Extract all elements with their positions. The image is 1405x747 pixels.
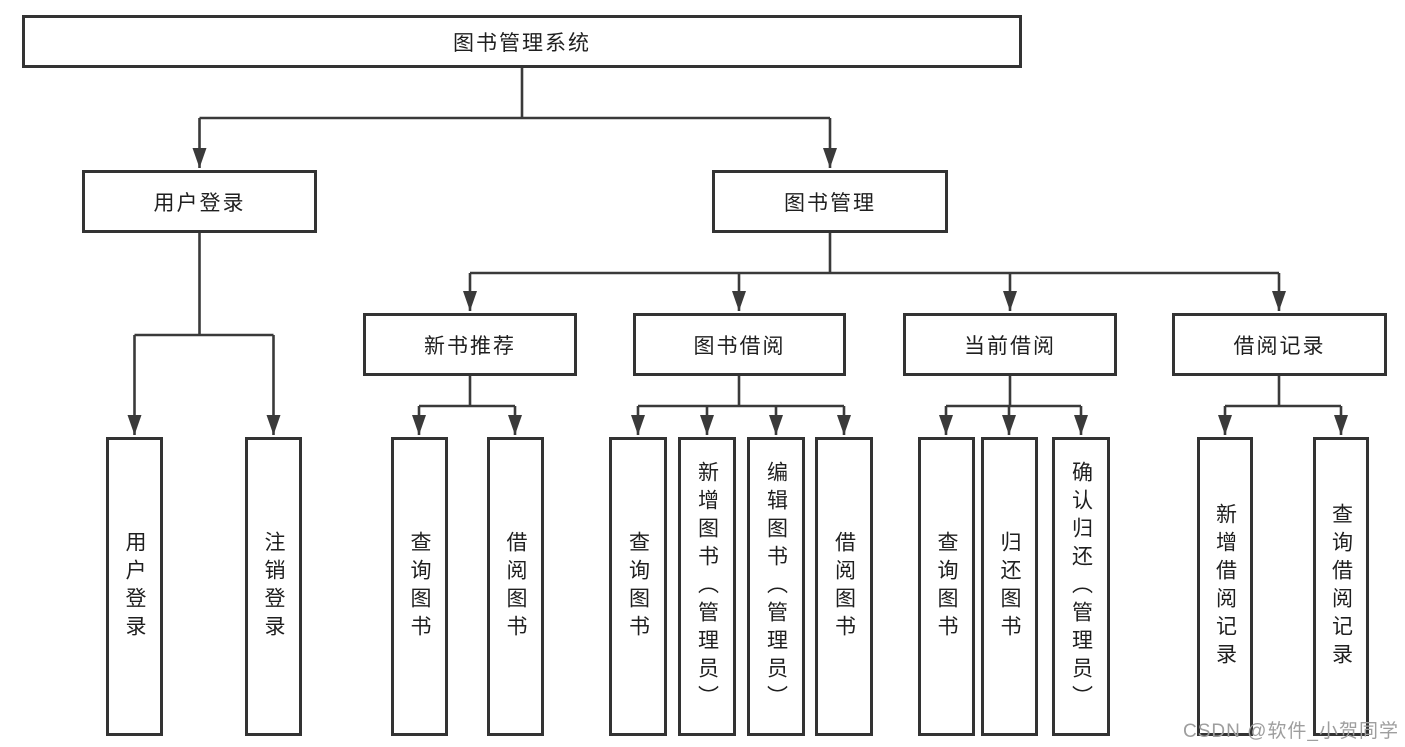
leaf-label: 查询图书 <box>408 530 431 643</box>
leaf-user-login: 用户登录 <box>106 437 163 736</box>
leaf-label: 新增图书（管理员） <box>695 460 719 713</box>
leaf-borrow-books: 借阅图书 <box>815 437 873 736</box>
node-current-borrowing: 当前借阅 <box>903 313 1117 376</box>
leaf-label: 编辑图书（管理员） <box>764 460 788 713</box>
leaf-label: 查询借阅记录 <box>1329 502 1353 671</box>
leaf-borrow-books-recommend: 借阅图书 <box>487 437 544 736</box>
node-book-management: 图书管理 <box>712 170 948 233</box>
csdn-watermark: CSDN @软件_小贺同学 <box>1183 721 1399 742</box>
node-library-management-system: 图书管理系统 <box>22 15 1022 68</box>
node-label: 当前借阅 <box>964 334 1056 358</box>
leaf-query-books-borrow: 查询图书 <box>609 437 667 736</box>
leaf-confirm-return-admin: 确认归还（管理员） <box>1052 437 1110 736</box>
leaf-query-borrow-record: 查询借阅记录 <box>1313 437 1369 736</box>
node-label: 用户登录 <box>153 191 246 215</box>
leaf-label: 确认归还（管理员） <box>1069 460 1093 713</box>
node-label: 图书管理 <box>784 191 876 215</box>
leaf-label: 新增借阅记录 <box>1213 502 1237 671</box>
node-label: 图书借阅 <box>693 334 786 358</box>
leaf-return-book: 归还图书 <box>981 437 1038 736</box>
leaf-add-book-admin: 新增图书（管理员） <box>678 437 736 736</box>
leaf-label: 归还图书 <box>998 530 1021 643</box>
node-borrowing-records: 借阅记录 <box>1172 313 1387 376</box>
node-label: 图书管理系统 <box>453 31 591 55</box>
node-user-login: 用户登录 <box>82 170 317 233</box>
leaf-label: 查询图书 <box>935 530 958 643</box>
node-label: 新书推荐 <box>424 334 516 358</box>
leaf-query-books-current: 查询图书 <box>918 437 975 736</box>
leaf-label: 查询图书 <box>626 530 650 643</box>
leaf-logout: 注销登录 <box>245 437 302 736</box>
leaf-query-books-recommend: 查询图书 <box>391 437 448 736</box>
leaf-label: 借阅图书 <box>832 530 856 643</box>
node-new-book-recommendation: 新书推荐 <box>363 313 577 376</box>
node-book-borrowing: 图书借阅 <box>633 313 846 376</box>
leaf-label: 注销登录 <box>262 530 285 643</box>
leaf-label: 借阅图书 <box>504 530 527 643</box>
node-label: 借阅记录 <box>1233 334 1326 358</box>
leaf-label: 用户登录 <box>123 530 146 643</box>
leaf-add-borrow-record: 新增借阅记录 <box>1197 437 1253 736</box>
leaf-edit-book-admin: 编辑图书（管理员） <box>747 437 805 736</box>
